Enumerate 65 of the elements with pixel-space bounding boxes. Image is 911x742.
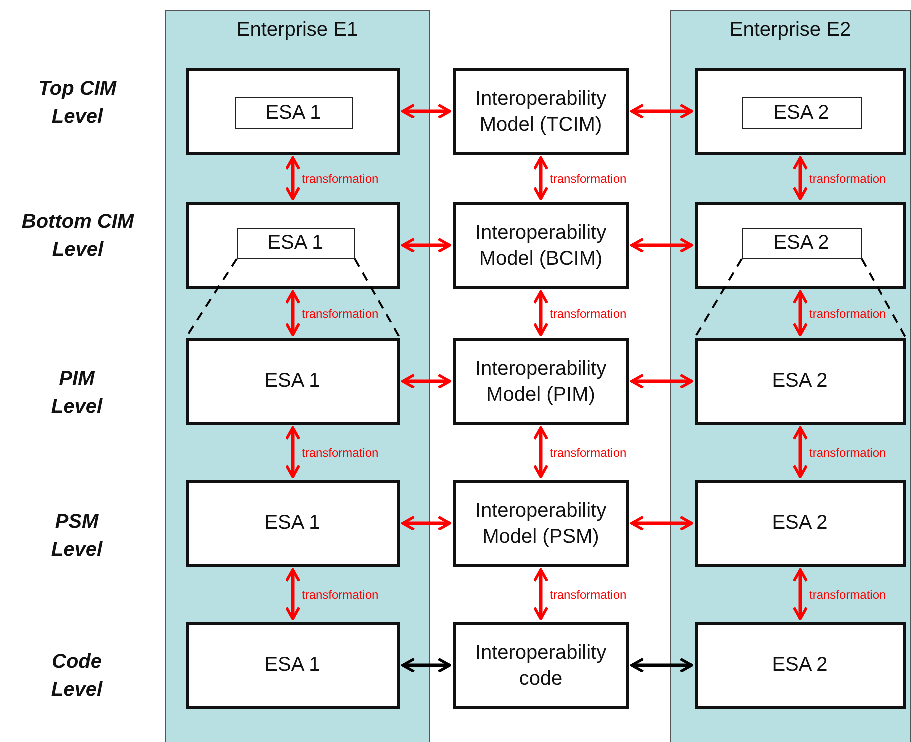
level-label: PIM Level bbox=[50, 367, 104, 420]
inner-box: ESA 1 bbox=[234, 96, 352, 128]
level-label: Bottom CIM Level bbox=[20, 210, 136, 263]
double-arrow bbox=[285, 426, 301, 478]
inner-box: ESA 2 bbox=[742, 228, 862, 258]
edge-label: transformation bbox=[808, 446, 888, 460]
model-box: Interoperability Model (TCIM) bbox=[453, 68, 629, 155]
edge-label: transformation bbox=[549, 172, 628, 186]
edge-label: transformation bbox=[549, 588, 628, 602]
edge-label: transformation bbox=[301, 588, 380, 602]
edge-label: transformation bbox=[301, 446, 380, 460]
model-box: Interoperability Model (PSM) bbox=[453, 480, 629, 567]
level-label: PSM Level bbox=[50, 510, 104, 563]
double-arrow bbox=[402, 516, 452, 532]
double-arrow bbox=[792, 156, 808, 200]
panel-title: Enterprise E1 bbox=[236, 19, 358, 42]
double-arrow bbox=[402, 104, 452, 120]
dashed-line bbox=[861, 258, 907, 338]
model-box: Interoperability code bbox=[453, 622, 629, 709]
container-box bbox=[186, 202, 400, 288]
level-label: Code Level bbox=[50, 650, 104, 703]
model-box: ESA 2 bbox=[694, 622, 906, 708]
container-box bbox=[186, 68, 400, 154]
double-arrow bbox=[630, 238, 694, 254]
double-arrow bbox=[630, 104, 694, 120]
edge-label: transformation bbox=[549, 306, 628, 320]
model-box: ESA 1 bbox=[186, 338, 400, 424]
container-box bbox=[694, 202, 906, 288]
double-arrow bbox=[285, 156, 301, 200]
double-arrow bbox=[285, 290, 301, 336]
panel-background bbox=[165, 10, 430, 742]
edge-label: transformation bbox=[808, 588, 888, 602]
edge-label: transformation bbox=[808, 172, 888, 186]
dashed-line bbox=[354, 258, 401, 338]
double-arrow bbox=[533, 568, 549, 620]
edge-label: transformation bbox=[549, 446, 628, 460]
model-box: ESA 2 bbox=[694, 338, 906, 424]
double-arrow bbox=[533, 290, 549, 336]
inner-box: ESA 2 bbox=[742, 96, 862, 128]
model-box: ESA 1 bbox=[186, 480, 400, 566]
double-arrow bbox=[630, 658, 694, 674]
model-box: Interoperability Model (BCIM) bbox=[453, 202, 629, 289]
double-arrow bbox=[630, 374, 694, 390]
model-box: ESA 2 bbox=[694, 480, 906, 566]
double-arrow bbox=[792, 568, 808, 620]
inner-box: ESA 1 bbox=[236, 228, 354, 258]
double-arrow bbox=[402, 238, 452, 254]
dashed-line bbox=[694, 258, 743, 339]
double-arrow bbox=[402, 374, 452, 390]
model-box: Interoperability Model (PIM) bbox=[453, 338, 629, 425]
container-box bbox=[694, 68, 906, 154]
double-arrow bbox=[792, 426, 808, 478]
level-label: Top CIM Level bbox=[37, 77, 118, 130]
edge-label: transformation bbox=[301, 172, 380, 186]
double-arrow bbox=[533, 426, 549, 478]
panel-background bbox=[670, 10, 911, 742]
double-arrow bbox=[792, 290, 808, 336]
double-arrow bbox=[285, 568, 301, 620]
double-arrow bbox=[402, 658, 452, 674]
model-box: ESA 1 bbox=[186, 622, 400, 708]
double-arrow bbox=[630, 516, 694, 532]
panel-title: Enterprise E2 bbox=[730, 19, 852, 42]
edge-label: transformation bbox=[301, 306, 380, 320]
edge-label: transformation bbox=[808, 306, 888, 320]
double-arrow bbox=[533, 156, 549, 200]
